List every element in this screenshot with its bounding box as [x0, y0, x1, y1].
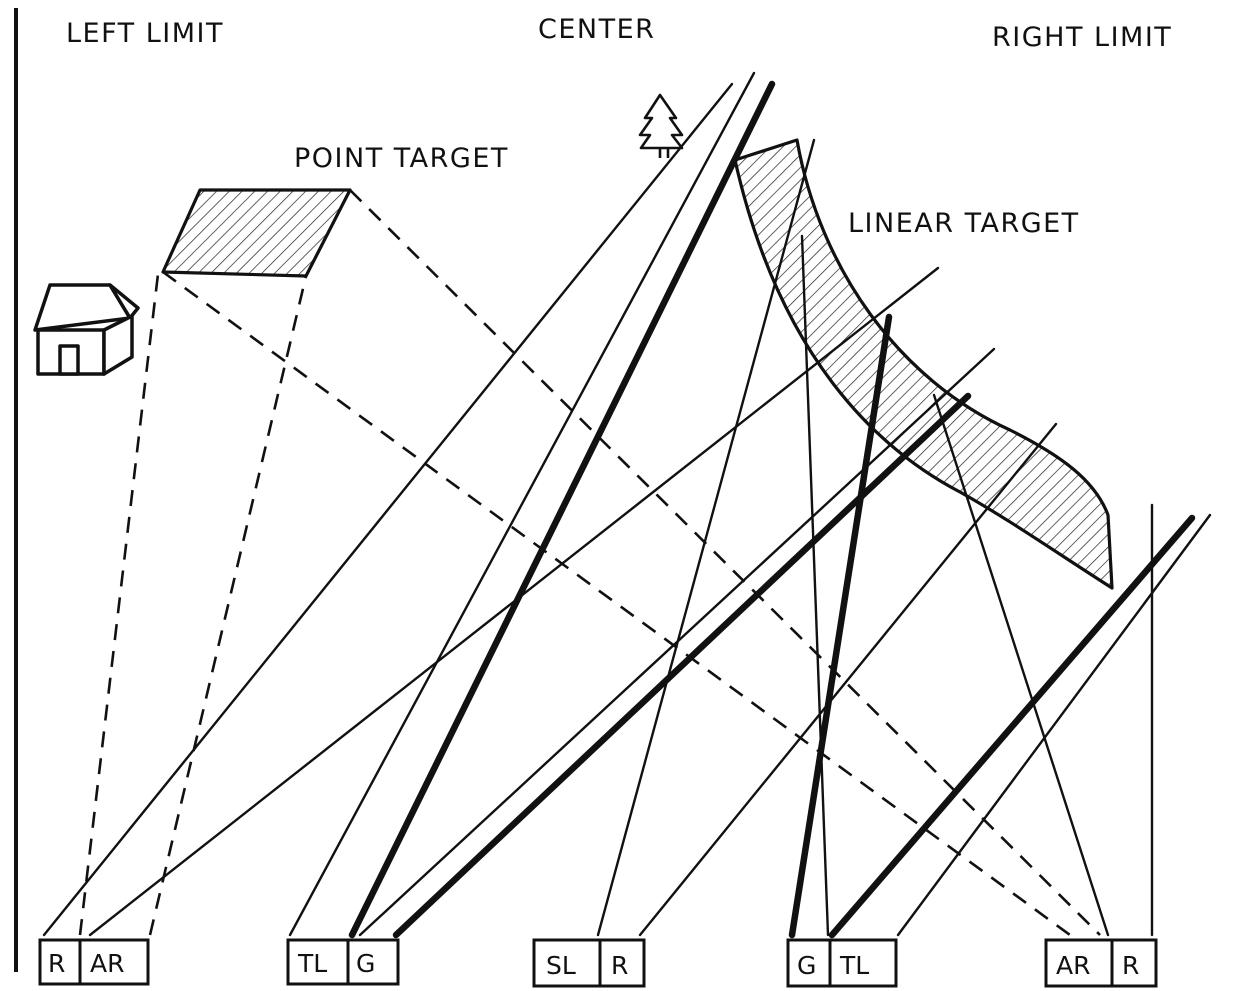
position-label: R: [48, 949, 65, 978]
linear-target: [733, 138, 1114, 590]
point-target-dashed-lines: [78, 189, 1101, 937]
point-target: [161, 188, 352, 278]
position-label: G: [797, 951, 816, 980]
weapon-position-left-center: TL G: [286, 938, 400, 986]
position-label: AR: [90, 949, 124, 978]
position-label: G: [356, 949, 375, 978]
weapon-position-right-center: G TL: [786, 938, 898, 988]
linear-target-label: LINEAR TARGET: [848, 208, 1080, 239]
right-limit-label: RIGHT LIMIT: [992, 22, 1172, 53]
left-limit-label: LEFT LIMIT: [66, 18, 224, 49]
position-label: R: [1122, 951, 1139, 980]
position-label: TL: [297, 949, 327, 978]
weapon-position-center: SL R: [532, 938, 646, 988]
position-label: AR: [1056, 951, 1090, 980]
weapon-position-left: R AR: [38, 938, 150, 986]
position-label: TL: [839, 951, 869, 980]
position-label: SL: [546, 951, 576, 980]
tree-icon: [638, 93, 684, 158]
position-label: R: [611, 951, 628, 980]
center-label: CENTER: [538, 14, 655, 45]
weapon-position-right: AR R: [1044, 938, 1158, 988]
house-icon: [33, 283, 140, 376]
sector-lines-thick: [348, 80, 1196, 939]
point-target-label: POINT TARGET: [294, 143, 509, 174]
sector-lines-thin: [42, 71, 1212, 937]
